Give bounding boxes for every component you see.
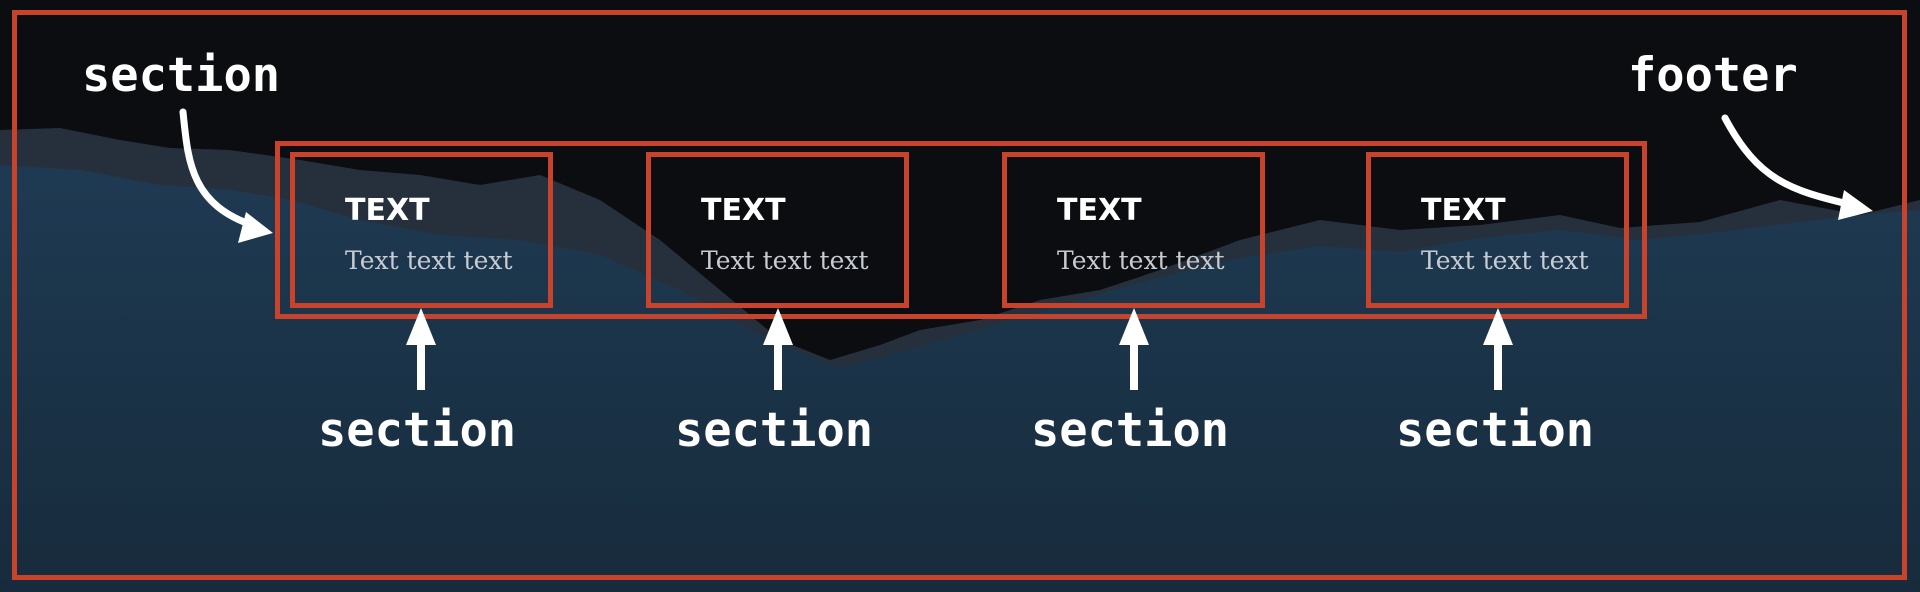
section-card-4: TEXT Text text text xyxy=(1366,152,1629,308)
section-label-1: section xyxy=(318,403,517,458)
section-outer-label: section xyxy=(82,48,281,103)
card-text: Text text text xyxy=(1057,246,1225,275)
section-card-1: TEXT Text text text xyxy=(290,152,553,308)
card-title: TEXT xyxy=(701,193,786,228)
section-label-3: section xyxy=(1031,403,1230,458)
card-title: TEXT xyxy=(345,193,430,228)
section-card-2: TEXT Text text text xyxy=(646,152,909,308)
footer-label: footer xyxy=(1628,48,1798,103)
card-title: TEXT xyxy=(1421,193,1506,228)
card-text: Text text text xyxy=(345,246,513,275)
section-card-3: TEXT Text text text xyxy=(1002,152,1265,308)
card-title: TEXT xyxy=(1057,193,1142,228)
card-text: Text text text xyxy=(701,246,869,275)
near-ridge xyxy=(0,165,1920,592)
section-label-4: section xyxy=(1396,403,1595,458)
card-text: Text text text xyxy=(1421,246,1589,275)
section-label-2: section xyxy=(675,403,874,458)
footer-outline xyxy=(12,10,1907,580)
section-container-outline xyxy=(275,141,1647,319)
